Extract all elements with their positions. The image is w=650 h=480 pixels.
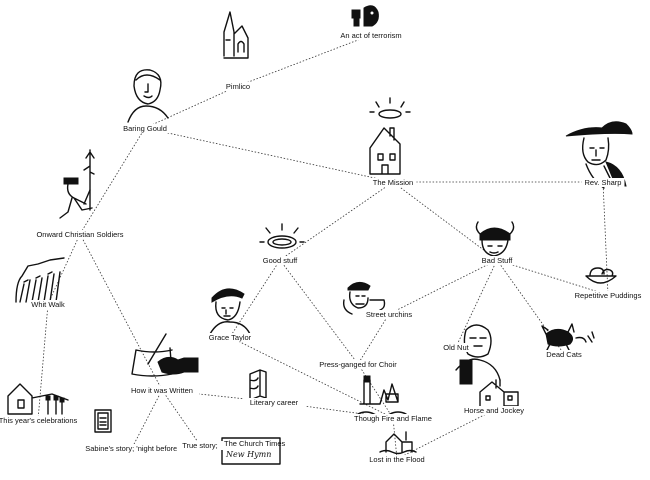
- node-label-whit: Whit Walk: [31, 300, 65, 309]
- label-background: [176, 441, 224, 450]
- flooded-house-icon: [379, 431, 417, 455]
- burning-mill-icon: [357, 375, 407, 417]
- node-label-horse: Horse and Jockey: [464, 406, 524, 415]
- connector-howwritten-sabine: [131, 389, 163, 449]
- connector-pimlico-terrorism: [237, 34, 372, 87]
- label-background: [350, 414, 436, 423]
- label-background: [222, 82, 254, 91]
- label-background: [258, 256, 302, 265]
- node-label-onward: Onward Christian Soldiers: [36, 230, 123, 239]
- connector-bad-urchins: [388, 259, 498, 315]
- label-background: [361, 455, 433, 464]
- node-label-mission: The Mission: [373, 178, 413, 187]
- connector-onward-howwritten: [79, 233, 163, 391]
- node-label-howwritten: How it was Written: [131, 386, 193, 395]
- portrait-icon: [127, 69, 169, 123]
- dead-cat-icon: [541, 323, 595, 353]
- node-label-terrorism: An act of terrorism: [340, 31, 401, 40]
- newspaper-headline: New Hymn: [225, 450, 271, 459]
- label-background: [29, 230, 131, 239]
- connector-urchins-press: [357, 313, 390, 365]
- connector-pimlico-baring: [144, 85, 239, 129]
- connector-good-grace: [229, 259, 281, 338]
- label-background: [581, 178, 625, 187]
- label-background: [331, 31, 411, 40]
- connector-press-fire: [357, 363, 394, 419]
- procession-icon: [15, 257, 65, 303]
- framed-page-icon: [94, 409, 112, 433]
- label-background: [460, 406, 528, 415]
- haloed-house-icon: [369, 97, 411, 175]
- node-label-puddings: Repetitive Puddings: [575, 291, 642, 300]
- label-background: [440, 343, 472, 352]
- horned-helmet-icon: [475, 221, 515, 257]
- label-background: [313, 360, 403, 369]
- label-background: [119, 124, 171, 133]
- connector-bad-puddings: [496, 259, 609, 296]
- church-icon: [223, 11, 249, 59]
- node-label-sabine: Sabine's story; 'night before': [85, 444, 179, 453]
- connector-whit-celebrations: [37, 303, 49, 421]
- node-label-celebrations: This year's celebrations: [0, 416, 78, 425]
- pub-icon: [479, 379, 519, 407]
- label-background: [477, 256, 517, 265]
- connector-howwritten-truestory: [161, 389, 201, 446]
- connector-baring-mission: [144, 127, 394, 183]
- label-background: [204, 333, 256, 342]
- label-background: [242, 398, 306, 407]
- old-man-icon: [455, 324, 501, 385]
- node-label-press: Press-ganged for Choir: [319, 360, 397, 369]
- label-background: [0, 416, 87, 425]
- node-label-fire: Though Fire and Flame: [354, 414, 432, 423]
- label-background: [71, 444, 193, 453]
- label-background: [359, 310, 419, 319]
- label-background: [568, 291, 648, 300]
- edges: [37, 34, 609, 460]
- book-icon: [249, 369, 267, 401]
- urchin-icon: [342, 282, 386, 315]
- label-background: [124, 386, 200, 395]
- node-label-urchins: Street urchins: [366, 310, 413, 319]
- label-background: [369, 178, 417, 187]
- connector-mission-bad: [392, 181, 498, 261]
- bonnet-woman-icon: [209, 288, 251, 335]
- hatted-man-icon: [565, 121, 633, 189]
- node-label-bad: Bad Stuff: [482, 256, 514, 265]
- node-label-grace: Grace Taylor: [209, 333, 252, 342]
- fist-face-icon: [351, 5, 379, 27]
- node-label-pimlico: Pimlico: [226, 82, 250, 91]
- halo-icon: [259, 223, 305, 249]
- icons: The Church Times New Hymn: [7, 5, 633, 465]
- node-label-baring: Baring Gould: [123, 124, 167, 133]
- connector-revsharp-puddings: [602, 181, 609, 296]
- connector-mission-good: [279, 181, 394, 261]
- marching-soldier-icon: [59, 149, 95, 219]
- newspaper-title: The Church Times: [224, 439, 286, 448]
- node-label-oldnut: Old Nut: [443, 343, 469, 352]
- connector-good-press: [279, 259, 359, 365]
- node-label-deadcats: Dead Cats: [546, 350, 582, 359]
- connector-fire-flood: [392, 417, 398, 460]
- node-label-truestory: True story;: [182, 441, 218, 450]
- label-background: [28, 300, 68, 309]
- connector-bad-oldnut: [455, 259, 498, 348]
- house-bunting-icon: [7, 383, 69, 415]
- node-label-good: Good stuff: [263, 256, 298, 265]
- connector-grace-fire: [229, 336, 394, 419]
- node-label-revsharp: Rev. Sharp: [585, 178, 622, 187]
- node-label-literary: Literary career: [250, 398, 299, 407]
- node-label-flood: Lost in the Flood: [369, 455, 424, 464]
- connector-onward-whit: [47, 233, 81, 305]
- pudding-bowl-icon: [585, 267, 617, 284]
- label-background: [544, 350, 584, 359]
- connector-baring-onward: [79, 127, 146, 235]
- newspaper-icon: The Church Times New Hymn: [221, 437, 286, 465]
- writing-hand-icon: [131, 333, 199, 377]
